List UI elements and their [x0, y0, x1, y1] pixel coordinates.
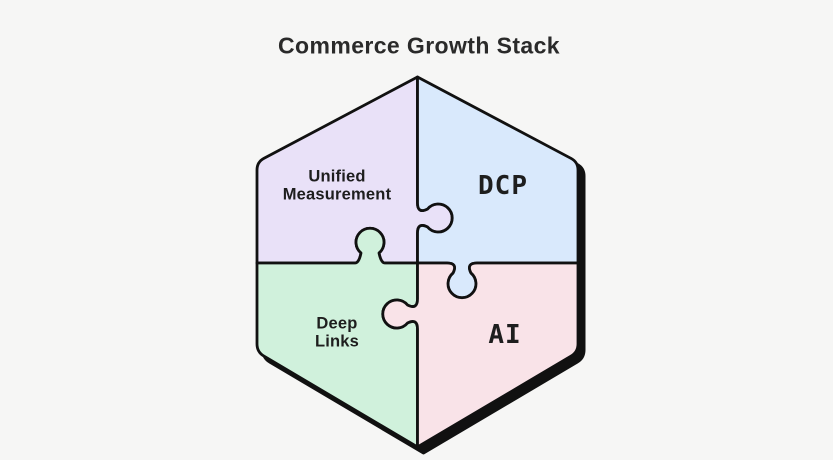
page-title: Commerce Growth Stack	[278, 32, 560, 59]
piece-ai	[381, 261, 580, 449]
